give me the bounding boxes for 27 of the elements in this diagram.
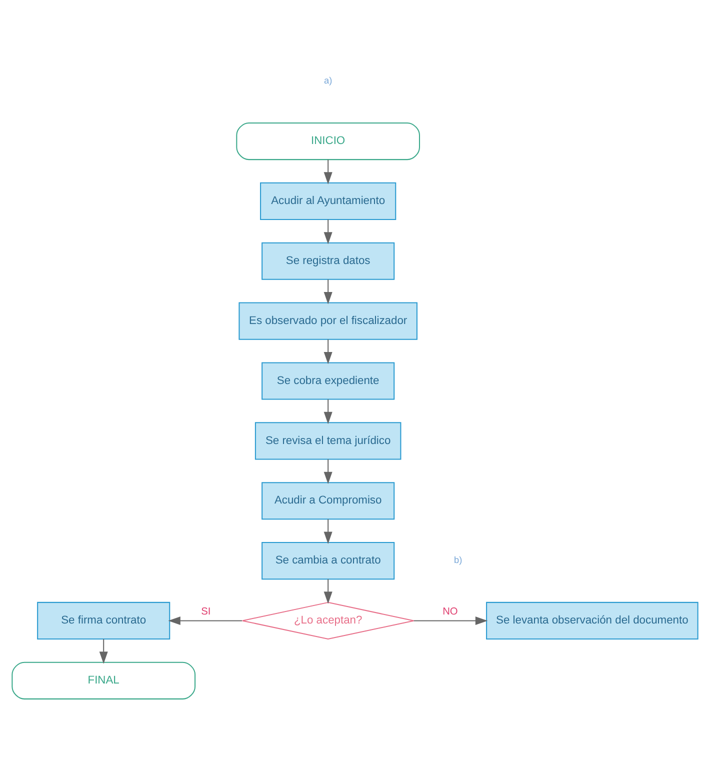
node-box: Acudir a Compromiso [262,482,395,520]
arrow [99,639,108,664]
edge-label: NO [442,606,458,618]
label: a) [324,76,332,86]
edge-label: SI [201,606,211,618]
arrow [324,220,332,244]
arrow [324,339,332,364]
arrow [324,519,332,544]
node-box: FINAL [12,662,196,700]
arrow [324,399,332,424]
node-box: Se cambia a contrato [262,542,395,580]
arrow [168,616,242,625]
node-box: Se firma contrato [37,602,170,640]
node-box: Acudir al Ayuntamiento [260,182,396,220]
node-box: Se revisa el tema jurídico [254,422,402,460]
node-box: Se registra datos [262,242,395,280]
arrow [324,579,332,604]
node-diamond: ¿Lo aceptan? [242,602,414,640]
arrow [324,459,332,484]
node-box: Se cobra expediente [262,362,395,400]
node-box: INICIO [236,122,420,160]
node-box: Es observado por el fiscalizador [238,302,418,340]
arrow [324,160,332,184]
label: b) [454,555,462,566]
arrow [324,280,332,304]
arrow [414,616,488,625]
node-box: Se levanta observación del documento [486,602,698,640]
